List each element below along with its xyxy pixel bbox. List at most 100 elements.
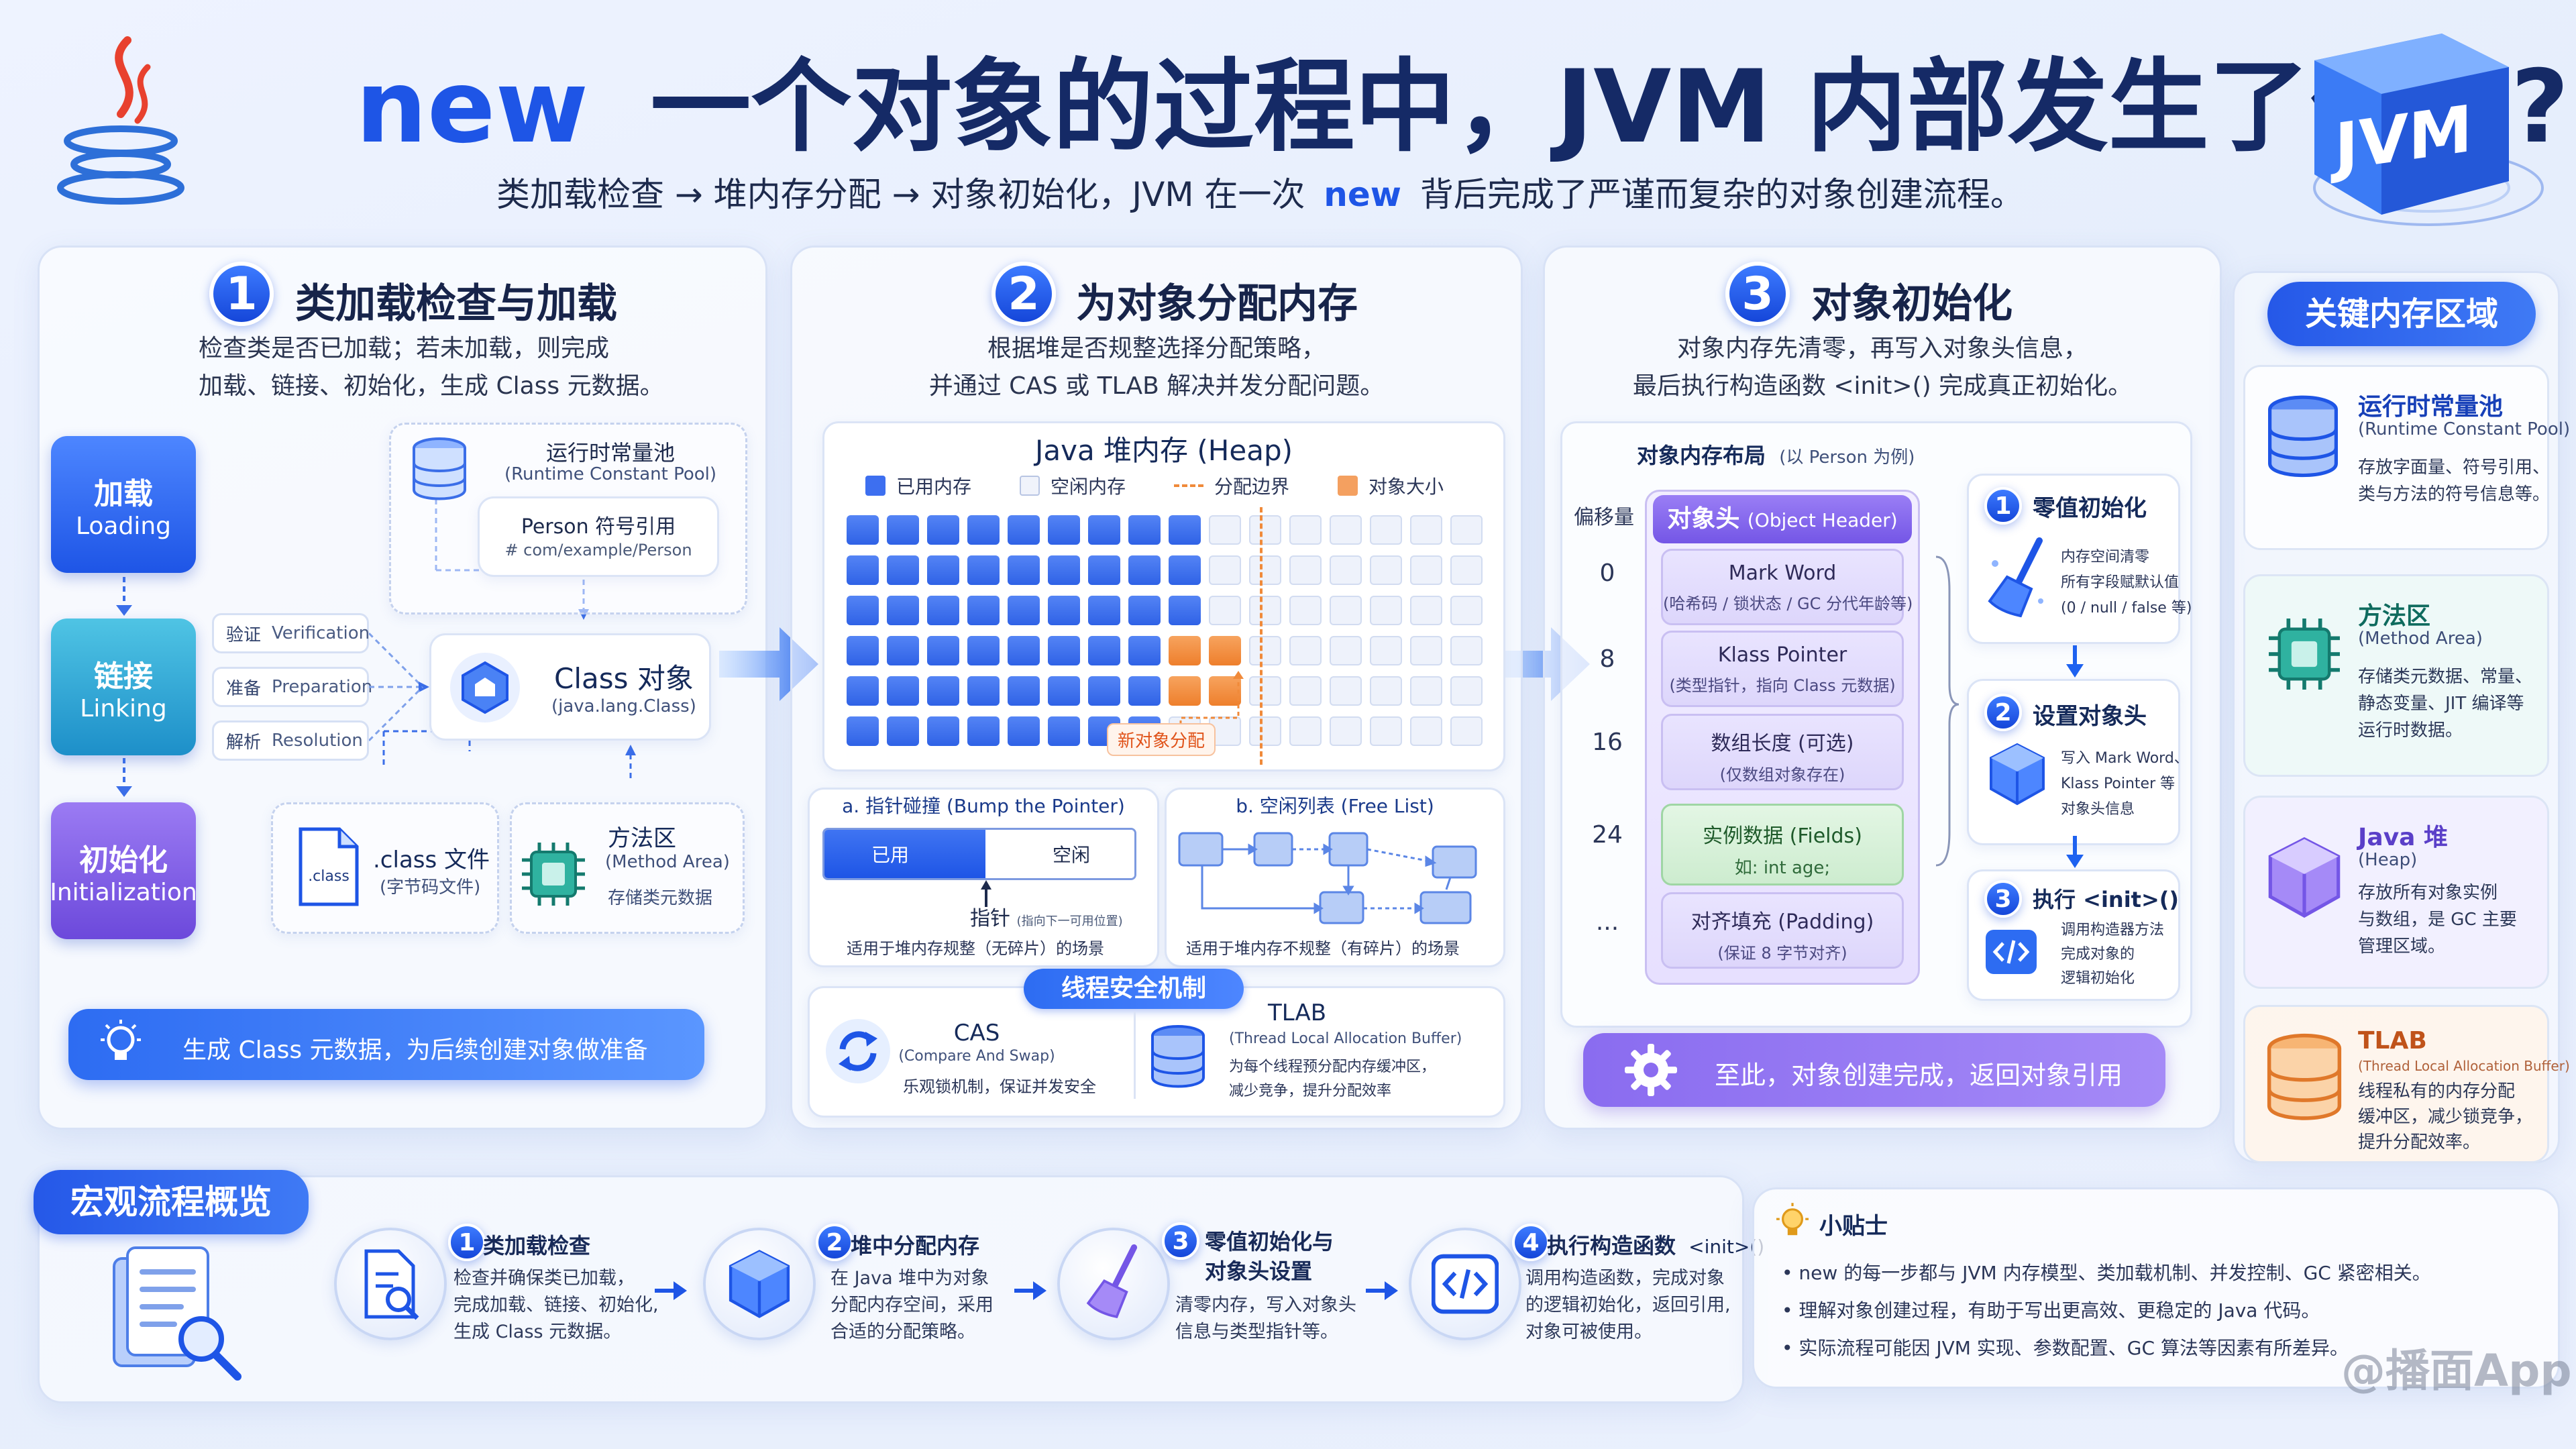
heap-cell-free [1249,716,1281,746]
flow-step1-d2: 完成加载、链接、初始化, [453,1295,659,1316]
section3-desc1: 对象内存先清零，再写入对象头信息， [1676,335,2088,362]
init-step3-d3: 逻辑初始化 [2061,970,2135,987]
heap-cell-used [927,676,959,706]
flow-step2-d3: 合适的分配策略。 [830,1322,975,1342]
heap-cell-used [967,515,1000,545]
heap-grid [847,515,1491,757]
init-step2-d1: 写入 Mark Word、 [2061,750,2189,767]
heap-cell-used [927,596,959,625]
divider [1134,1012,1136,1099]
bump-pointer-label: 指针 (指向下一可用位置) [970,907,1123,930]
heap-cell-used [1048,515,1080,545]
heap-cell-used [1048,716,1080,746]
title-new: new [356,49,589,166]
heap-cell-used [1008,515,1040,545]
jvm-cube-icon: JVM [2267,20,2549,241]
section3-banner [1583,1033,2165,1107]
init-step3-title: 执行 <init>() [2033,887,2180,912]
heap-cell-free [1289,596,1322,625]
page-title: new 一个对象的过程中，JVM 内部发生了什么? [356,40,2569,174]
heap-cell-used [1048,596,1080,625]
heap-cell-free [1249,555,1281,585]
init-step2-number: 2 [1984,694,2022,731]
section1-banner-text: 生成 Class 元数据，为后续创建对象做准备 [182,1036,648,1064]
chip-icon [517,837,590,911]
database-icon [2263,1031,2346,1125]
layout-row-padding: 对齐填充 (Padding) (保证 8 字节对齐) [1661,892,1904,969]
heap-cell-used [887,716,919,746]
heap-cell-used [1088,636,1120,665]
section1-number: 1 [209,262,274,326]
class-object-subtitle: (java.lang.Class) [551,696,696,716]
heap-cell-used [1128,676,1161,706]
sidebar-title: 关键内存区域 [2267,282,2536,346]
flow-step3-title: 零值初始化与 [1205,1229,1334,1254]
heap-cell-used [1008,555,1040,585]
heap-cell-used [927,555,959,585]
init-step3-d1: 调用构造器方法 [2061,922,2165,938]
init-step2-d3: 对象头信息 [2061,801,2135,818]
heap-cell-free [1330,596,1362,625]
heap-cell-used [1008,636,1040,665]
down-arrow-icon [2065,645,2085,679]
flow-step4-icon [1409,1228,1521,1340]
tip-item-3: • 实际流程可能因 JVM 实现、参数配置、GC 算法等因素有所差异。 [1782,1337,2349,1359]
heap-cell-used [1169,555,1201,585]
heap-cell-free [1370,636,1402,665]
page-subtitle: 类加载检查 → 堆内存分配 → 对象初始化，JVM 在一次 new 背后完成了严… [496,175,2024,214]
heap-cell-used [1088,555,1120,585]
heap-cell-free [1249,676,1281,706]
heap-cell-used [847,716,879,746]
free-list-diagram [1175,822,1497,936]
allocation-boundary [1260,507,1263,765]
heap-cell-used [887,636,919,665]
flow-step4-d3: 对象可被使用。 [1525,1322,1652,1342]
heap-cell-used [1128,596,1161,625]
stage-initialization: 初始化 Initialization [50,802,197,939]
method-area-desc: 存储类元数据 [608,888,713,908]
database-icon [2263,394,2343,481]
flow-step2-d1: 在 Java 堆中为对象 [830,1268,989,1289]
layout-title: 对象内存布局 (以 Person 为例) [1637,443,1915,468]
heap-cell-free [1450,716,1483,746]
heap-cell-used [967,676,1000,706]
init-step2-d2: Klass Pointer 等 [2061,775,2176,792]
section3-number: 3 [1725,262,1790,326]
heap-cell-free [1289,636,1322,665]
flow-step1-number: 1 [448,1224,486,1261]
section1-banner [68,1009,704,1080]
heap-cell-used [1088,515,1120,545]
section2-title: 为对象分配内存 [1076,280,1358,327]
stage-linking: 链接 Linking [51,619,196,755]
flow-step1-icon [334,1228,447,1340]
heap-cell-object [1209,676,1241,706]
class-file-subtitle: (字节码文件) [380,877,481,898]
heap-cell-free [1410,676,1442,706]
heap-cell-used [847,515,879,545]
flow-step4-d2: 的逻辑初始化，返回引用, [1525,1295,1731,1316]
free-list-title: b. 空闲列表 (Free List) [1236,795,1434,817]
heap-cell-free [1249,596,1281,625]
rcp-title: 运行时常量池 [545,440,675,466]
heap-cell-free [1410,716,1442,746]
heap-cell-free [1450,676,1483,706]
new-object-pointer [1107,671,1248,765]
heap-cell-free [1410,636,1442,665]
init-step3-d2: 完成对象的 [2061,946,2135,963]
heap-cell-used [1008,716,1040,746]
sidebar-card-heap: Java 堆 (Heap) 存放所有对象实例 与数组，是 GC 主要 管理区域。 [2243,796,2549,989]
heap-cell-used [887,676,919,706]
layout-row-instance-data: 实例数据 (Fields) 如: int age; [1661,804,1904,885]
document-search-icon [87,1245,255,1386]
right-arrow-icon [655,1277,688,1304]
heap-cell-used [887,515,919,545]
flow-step4-number: 4 [1512,1224,1550,1261]
heap-cell-free [1330,636,1362,665]
overview-title: 宏观流程概览 [34,1170,309,1234]
symbol-ref-path: # com/example/Person [504,541,692,559]
bump-pointer-note: 适用于堆内存规整（无碎片）的场景 [847,939,1104,958]
heap-cell-used [967,555,1000,585]
flow-step3-number: 3 [1162,1222,1199,1260]
